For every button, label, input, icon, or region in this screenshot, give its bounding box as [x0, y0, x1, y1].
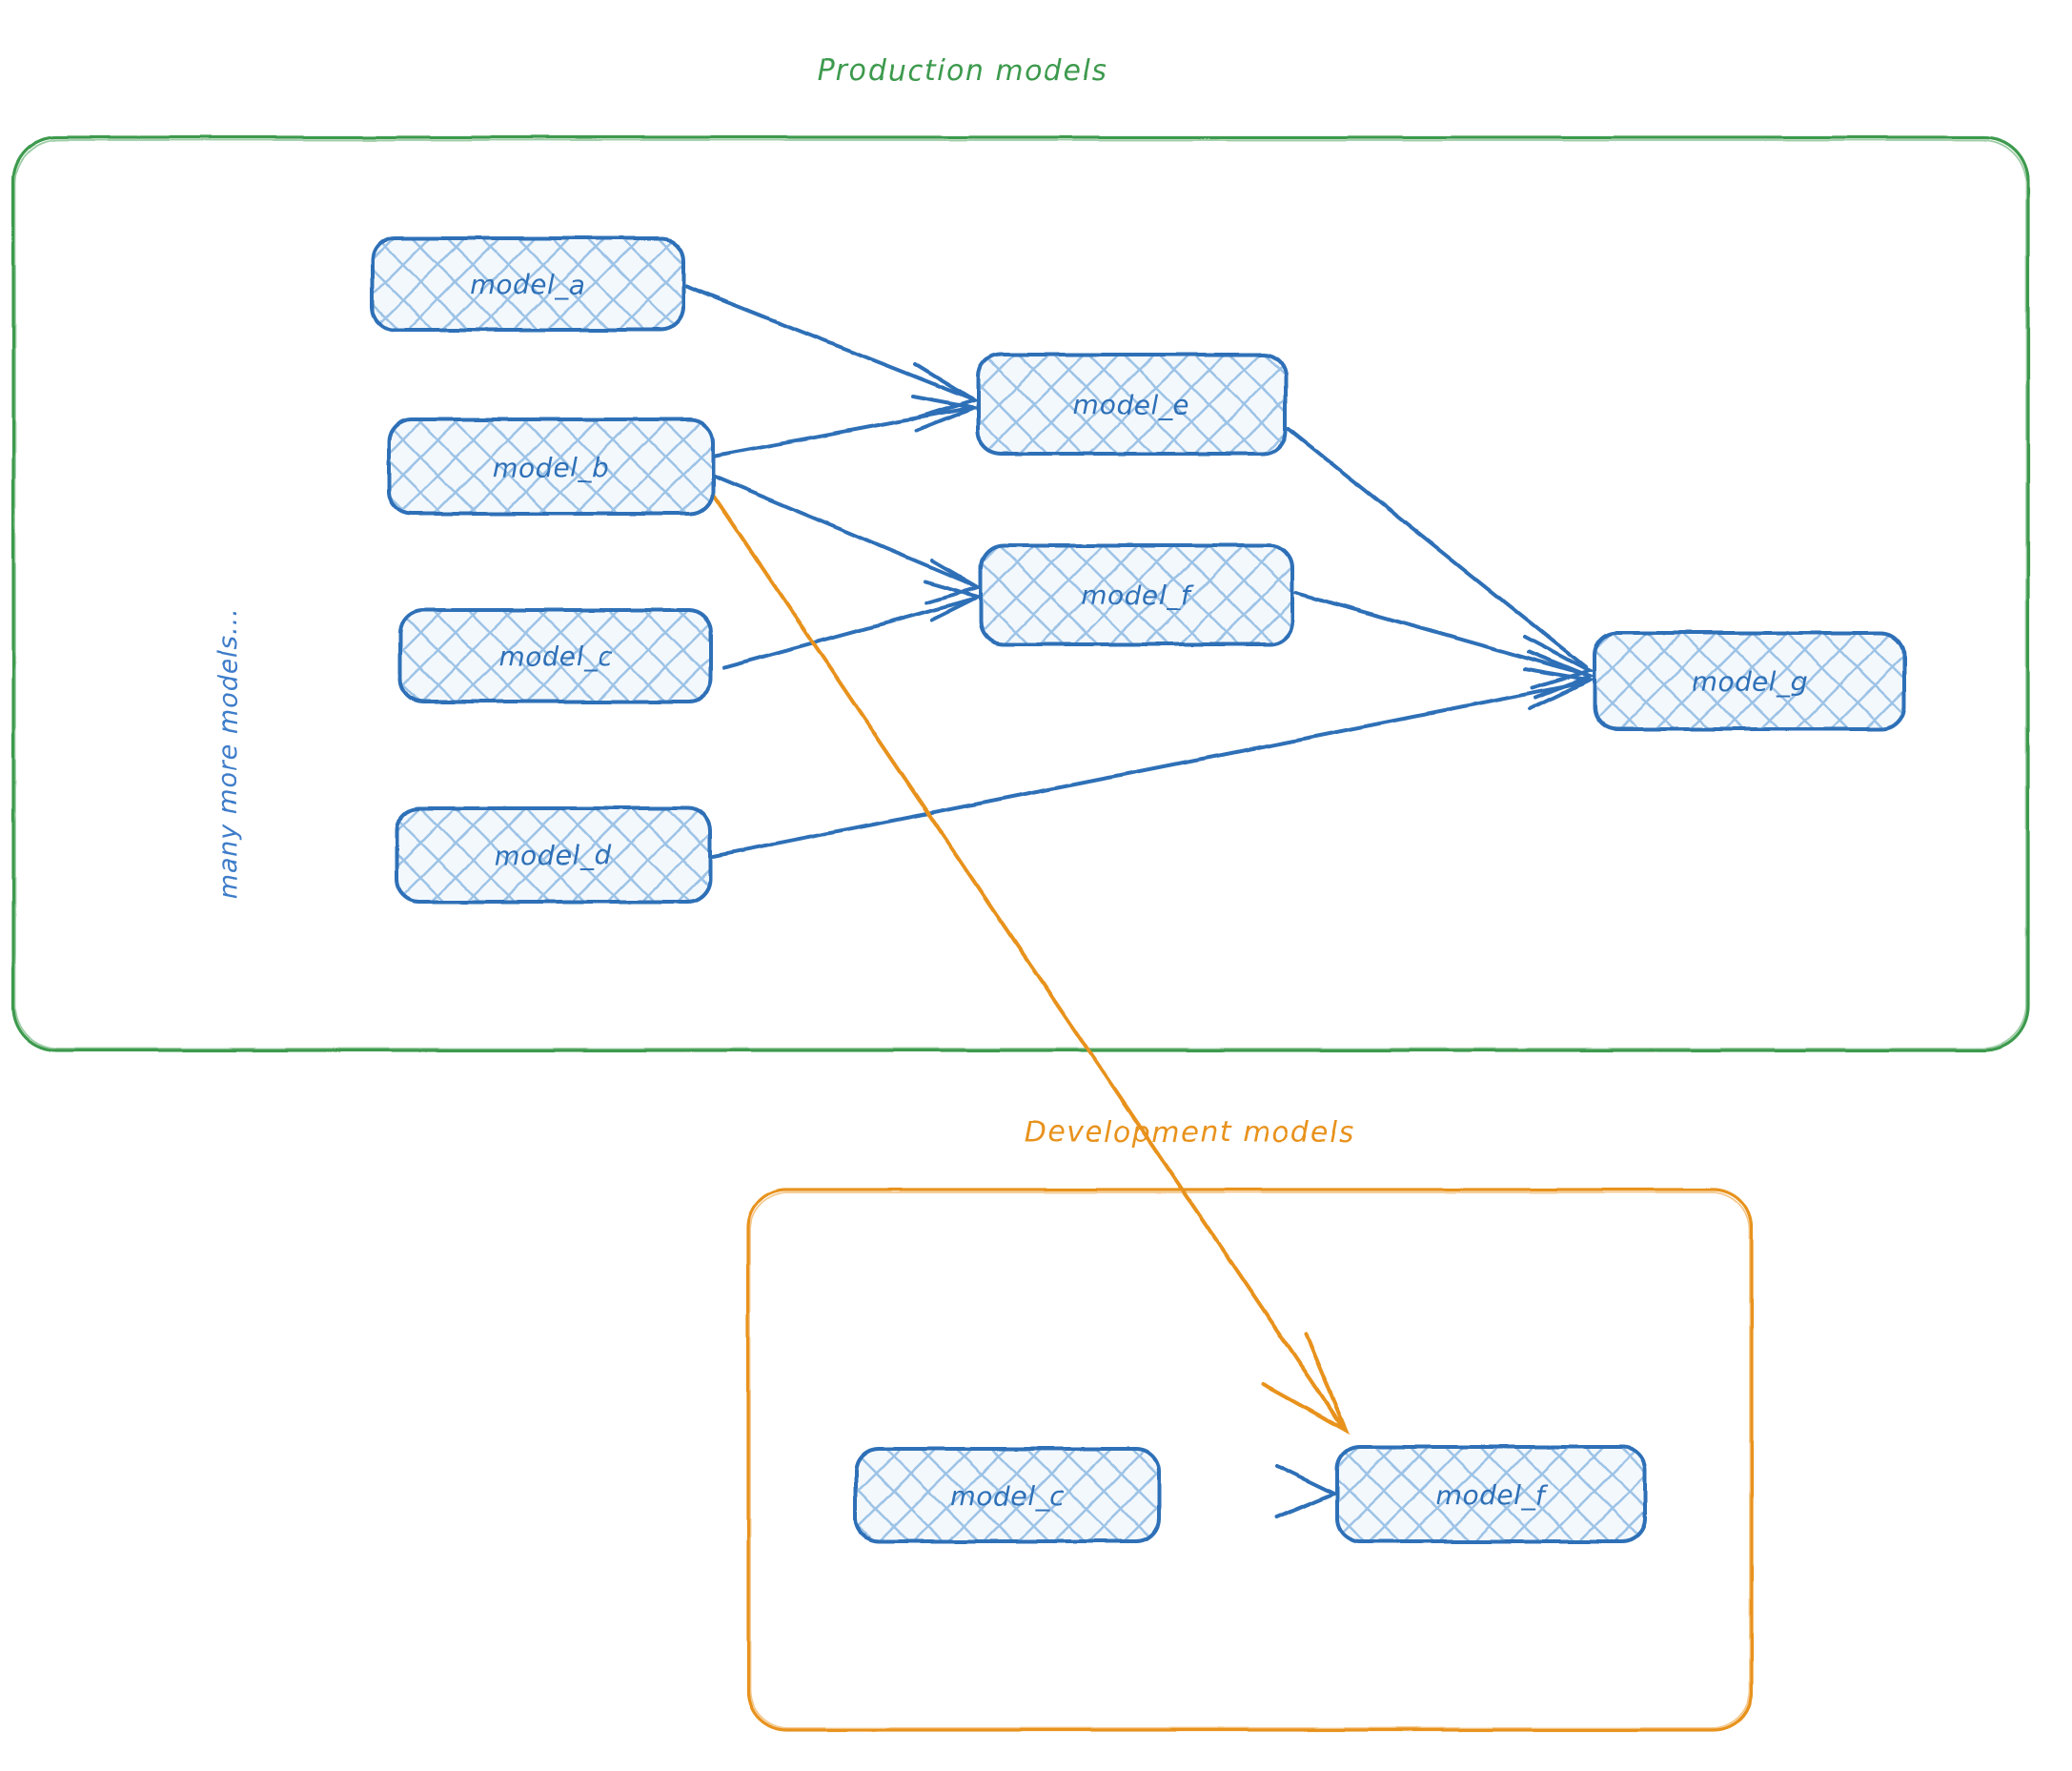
- group-production-border-2: [14, 139, 2027, 1049]
- edge-b-to-f: [713, 475, 984, 604]
- edge-dev-c-to-dev-f: [1163, 1464, 1339, 1519]
- group-development: Development models: [746, 1116, 1754, 1732]
- edge-c-to-f: [722, 580, 984, 669]
- node-dev-model-c-box[interactable]: [854, 1447, 1161, 1543]
- node-prod-model-b-box[interactable]: [387, 417, 715, 516]
- node-prod-model-b[interactable]: model_b: [387, 417, 715, 516]
- group-production: Production models: [11, 54, 2030, 1052]
- edge-d-to-g: [711, 667, 1596, 858]
- node-prod-model-e-box[interactable]: [976, 353, 1288, 456]
- node-prod-model-g-label: model_g: [1692, 666, 1808, 698]
- node-prod-model-a-box[interactable]: [371, 236, 685, 332]
- edge-b-to-dev-f: [705, 484, 1351, 1435]
- node-dev-model-f-label: model_f: [1436, 1479, 1549, 1511]
- node-prod-model-b-label: model_b: [493, 452, 609, 483]
- node-prod-model-f-label: model_f: [1082, 580, 1194, 611]
- group-production-label: Production models: [818, 54, 1108, 88]
- node-dev-model-f[interactable]: model_f: [1335, 1445, 1647, 1543]
- node-prod-model-c-box[interactable]: [398, 608, 713, 703]
- node-prod-model-c[interactable]: model_c: [398, 608, 713, 703]
- edge-e-to-g: [1287, 427, 1595, 690]
- node-prod-model-a[interactable]: model_a: [371, 236, 685, 332]
- node-prod-model-c-label: model_c: [498, 641, 613, 672]
- node-dev-model-f-box[interactable]: [1335, 1445, 1647, 1543]
- edge-b-to-e: [713, 395, 982, 458]
- side-note-many-more-models: many more models...: [213, 607, 243, 900]
- node-prod-model-d[interactable]: model_d: [395, 806, 712, 904]
- group-development-label: Development models: [1024, 1116, 1355, 1150]
- edge-f-to-g: [1294, 591, 1595, 700]
- node-prod-model-g[interactable]: model_g: [1593, 631, 1906, 731]
- node-prod-model-e-label: model_e: [1073, 389, 1189, 420]
- node-prod-model-d-box[interactable]: [395, 806, 712, 904]
- group-development-border: [746, 1188, 1754, 1732]
- node-dev-model-c[interactable]: model_c: [854, 1447, 1161, 1543]
- group-development-border-2: [749, 1191, 1751, 1729]
- node-dev-model-c-label: model_c: [950, 1480, 1065, 1512]
- group-production-border: [11, 135, 2030, 1052]
- nodes-layer: model_a model_b model_c model_d model_e: [371, 236, 1906, 1543]
- node-prod-model-e[interactable]: model_e: [976, 353, 1288, 456]
- node-prod-model-f[interactable]: model_f: [979, 543, 1294, 646]
- node-prod-model-d-label: model_d: [495, 840, 611, 871]
- node-prod-model-a-label: model_a: [470, 269, 586, 300]
- edges-layer: [684, 284, 1596, 1519]
- node-prod-model-f-box[interactable]: [979, 543, 1294, 646]
- node-prod-model-g-box[interactable]: [1593, 631, 1906, 731]
